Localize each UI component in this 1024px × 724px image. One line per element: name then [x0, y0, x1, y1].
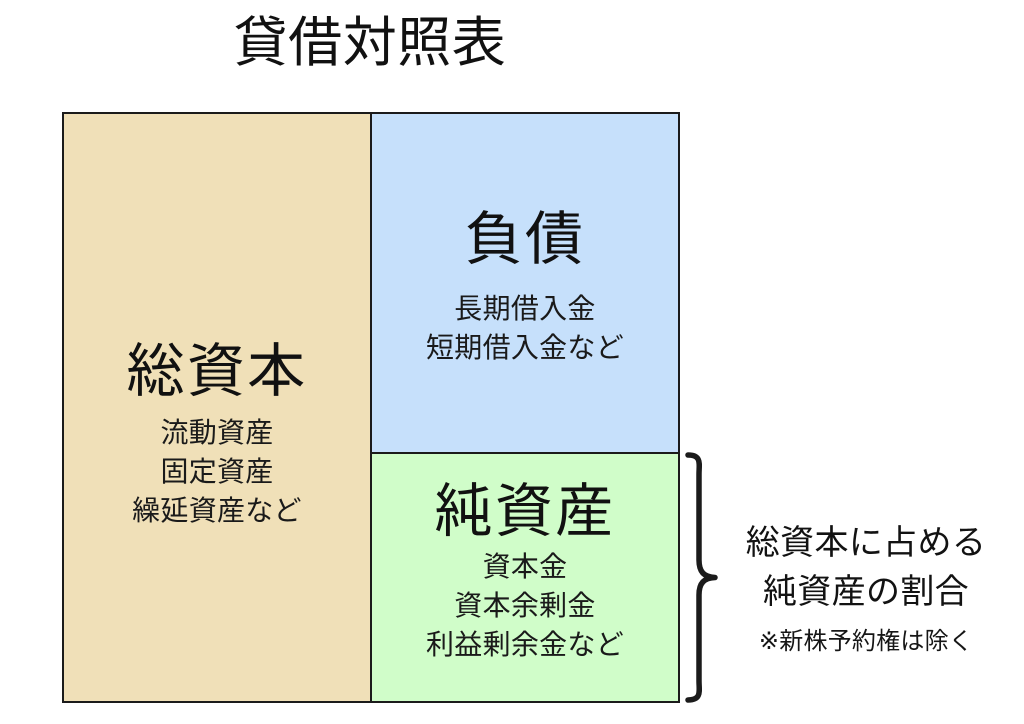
balance-sheet-table: 総資本 流動資産 固定資産 繰延資産など 負債 長期借入金 短期借入金など 純資…	[62, 112, 680, 703]
page-title: 貸借対照表	[233, 13, 507, 73]
liabilities-item-list: 長期借入金 短期借入金など	[426, 289, 624, 367]
equity-item-list: 資本金 資本余剰金 利益剰余金など	[426, 547, 624, 664]
curly-brace-icon	[682, 450, 722, 705]
liabilities-cell: 負債 長期借入金 短期借入金など	[370, 112, 680, 454]
assets-item: 繰延資産など	[132, 494, 302, 526]
annotation-footnote: ※新株予約権は除く	[758, 628, 974, 655]
liabilities-item: 長期借入金	[454, 292, 596, 324]
assets-cell: 総資本 流動資産 固定資産 繰延資産など	[62, 112, 372, 703]
equity-ratio-annotation: 総資本に占める 純資産の割合 ※新株予約権は除く	[716, 519, 1016, 657]
liabilities-item: 短期借入金など	[426, 331, 624, 363]
annotation-line-2: 純資産の割合	[762, 573, 970, 611]
equity-item: 資本金	[482, 550, 568, 582]
assets-heading: 総資本	[126, 339, 308, 404]
assets-item: 固定資産	[160, 455, 274, 487]
equity-item: 利益剰余金など	[426, 628, 624, 660]
equity-heading: 純資産	[434, 479, 616, 544]
assets-item-list: 流動資産 固定資産 繰延資産など	[132, 413, 302, 530]
equity-cell: 純資産 資本金 資本余剰金 利益剰余金など	[370, 452, 680, 703]
equity-item: 資本余剰金	[454, 589, 596, 621]
annotation-line-1: 総資本に占める	[745, 524, 987, 562]
assets-item: 流動資産	[160, 416, 274, 448]
liabilities-heading: 負債	[464, 207, 586, 272]
